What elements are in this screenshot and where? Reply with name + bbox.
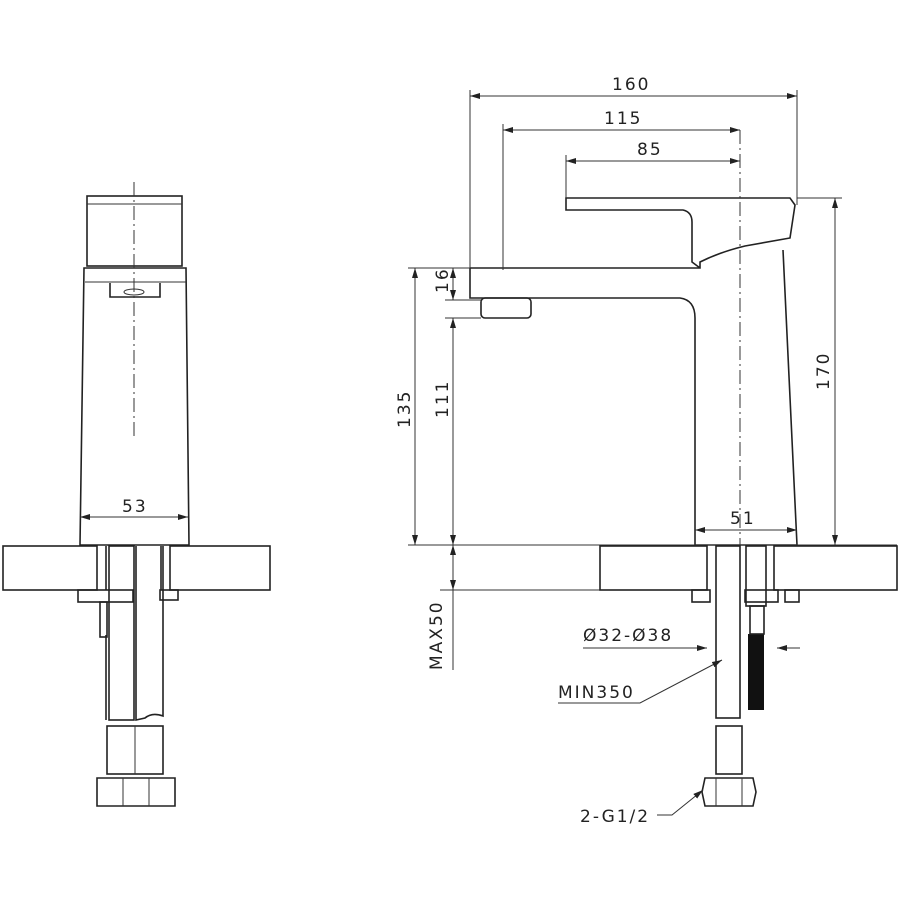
handle-lever bbox=[470, 197, 796, 269]
dim-overall-width: 160 bbox=[612, 75, 650, 95]
front-view: 160 115 85 170 135 16 111 MAX50 51 bbox=[395, 75, 898, 827]
dim-overall-height: 170 bbox=[814, 352, 834, 390]
counter-section bbox=[2, 545, 98, 591]
hex-nut bbox=[96, 777, 176, 807]
dim-spout-height: 135 bbox=[395, 390, 415, 428]
dim-max-counter: MAX50 bbox=[427, 600, 447, 670]
dim-side-width: 53 bbox=[122, 497, 148, 517]
dim-spout-thickness: 16 bbox=[433, 267, 453, 293]
dim-outlet-clearance: 111 bbox=[433, 380, 453, 418]
dim-hole-diameter: Ø32-Ø38 bbox=[583, 626, 673, 646]
hex-nut bbox=[701, 777, 757, 807]
counter-section bbox=[773, 545, 898, 591]
dim-hose-length: MIN350 bbox=[558, 683, 635, 703]
aerator-slot bbox=[109, 283, 161, 298]
side-view: 53 bbox=[2, 182, 271, 807]
spout-body bbox=[469, 249, 798, 546]
dim-handle-length: 85 bbox=[637, 140, 663, 160]
dim-connection: 2-G1/2 bbox=[580, 807, 650, 827]
aerator bbox=[480, 297, 532, 319]
dim-base-depth: 51 bbox=[730, 509, 756, 529]
counter-section bbox=[169, 545, 271, 591]
threaded-stud bbox=[748, 634, 764, 710]
dim-spout-reach: 115 bbox=[604, 109, 642, 129]
body-side bbox=[79, 267, 190, 546]
counter-section bbox=[599, 545, 708, 591]
